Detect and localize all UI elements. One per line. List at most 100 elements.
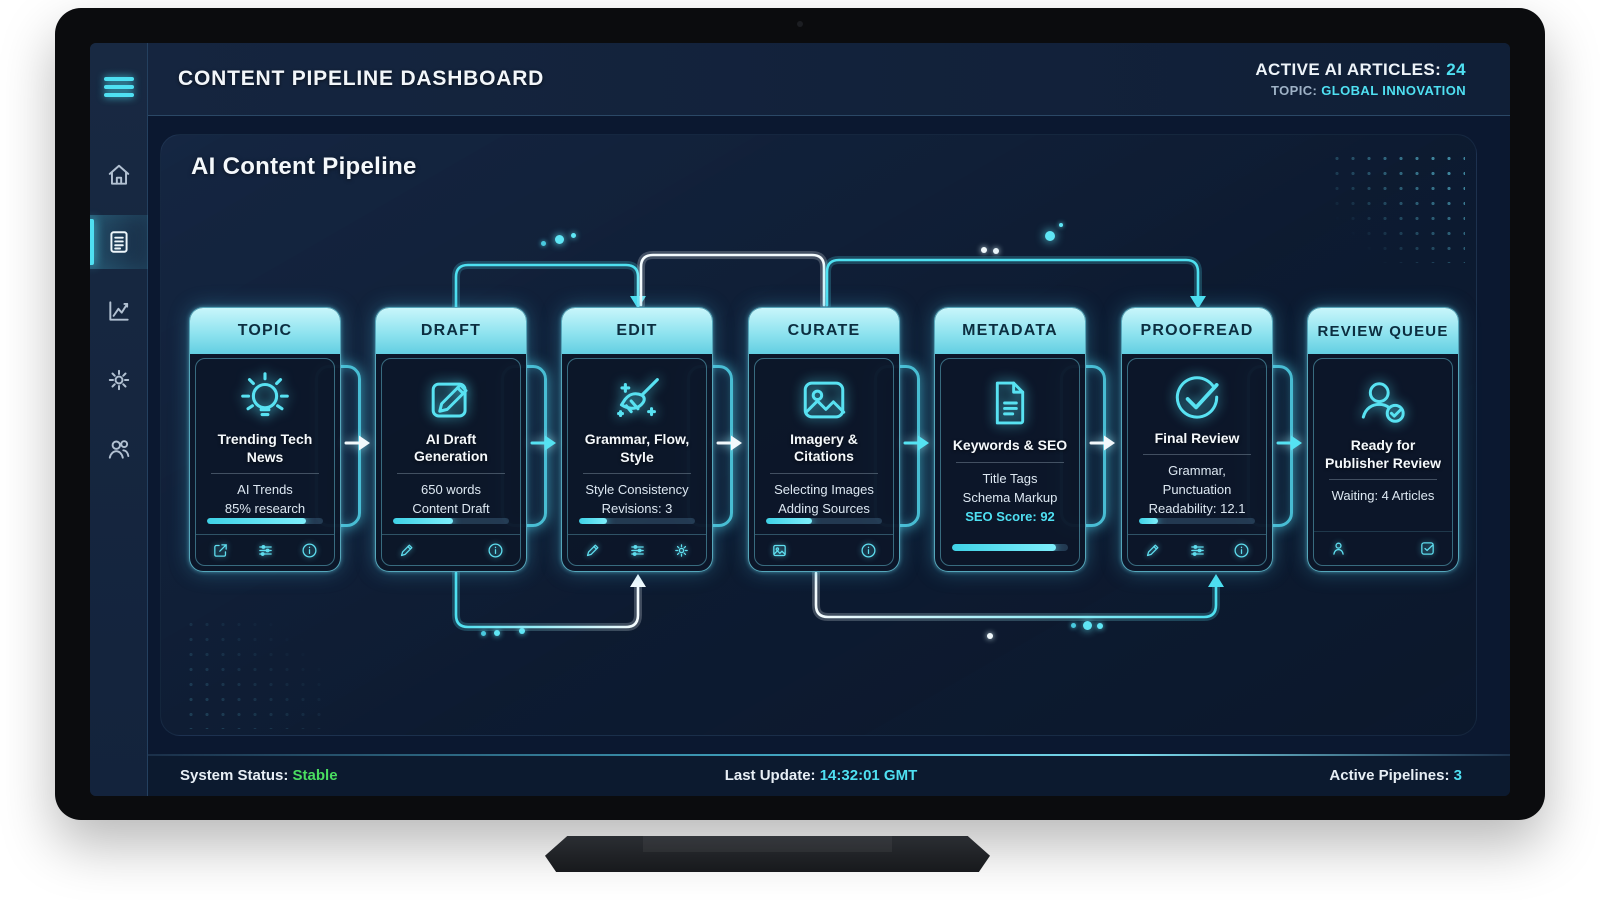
monitor-frame: CONTENT PIPELINE DASHBOARD ACTIVE AI ART… [55, 8, 1545, 820]
stage-card-topic[interactable]: TOPIC Trending Tech News AI Trends 85% r… [189, 307, 341, 572]
stage-line: Readability: 12.1 [1148, 501, 1246, 517]
glow-dot [541, 241, 546, 246]
share-icon[interactable] [212, 542, 229, 559]
stage-body: Grammar, Flow, Style Style Consistency R… [567, 358, 707, 566]
stage-footer [1128, 534, 1266, 565]
divider [583, 473, 691, 474]
stage-title: AI Draft Generation [414, 430, 488, 465]
stage-line: Content Draft [412, 500, 490, 516]
topic-stat: TOPIC: GLOBAL INNOVATION [1255, 82, 1466, 100]
system-status-value: Stable [292, 766, 338, 784]
flow-arrow [716, 435, 742, 451]
flow-arrow [903, 435, 929, 451]
pencil-icon[interactable] [1144, 542, 1161, 559]
stage-footer [1314, 531, 1452, 565]
last-update: Last Update: 14:32:01 GMT [607, 767, 1034, 784]
stage-card-curate[interactable]: CURATE Imagery & Citations Selecting Ima… [748, 307, 900, 572]
menu-icon[interactable] [104, 73, 134, 99]
stage-footer [568, 534, 706, 565]
divider [1329, 479, 1437, 480]
flow-arrow [344, 435, 370, 451]
stage-body: Final Review Grammar, Punctuation Readab… [1127, 358, 1267, 566]
articles-icon [110, 231, 128, 253]
sliders-icon[interactable] [629, 542, 646, 559]
sidebar-item-home[interactable] [90, 148, 148, 202]
sliders-icon[interactable] [1189, 542, 1206, 559]
stage-body: AI Draft Generation 650 words Content Dr… [381, 358, 521, 566]
check-square-icon[interactable] [1419, 540, 1436, 557]
stage-line: Style Consistency [585, 481, 689, 497]
divider [1143, 454, 1251, 456]
pencil-icon[interactable] [398, 542, 415, 559]
sidebar-item-users[interactable] [90, 422, 148, 476]
stage-footer [755, 534, 893, 565]
page-title: CONTENT PIPELINE DASHBOARD [178, 67, 545, 90]
stage-header: DRAFT [376, 308, 526, 354]
active-pipelines-label: Active Pipelines: [1329, 766, 1450, 784]
dot-grid-top-right [1329, 151, 1465, 263]
stage-header: CURATE [749, 308, 899, 354]
progress-fill [393, 517, 454, 525]
sidebar-item-articles[interactable] [90, 215, 148, 269]
stage-title: Trending Tech News [217, 431, 313, 465]
glow-dot [1071, 623, 1076, 628]
stage-title: Keywords & SEO [952, 437, 1068, 453]
sliders-icon[interactable] [257, 542, 274, 559]
divider [397, 472, 505, 474]
info-icon[interactable] [1233, 542, 1250, 559]
stage-header: METADATA [935, 308, 1085, 354]
user-check-icon [1353, 369, 1413, 437]
stage-card-metadata[interactable]: METADATA Keywords & SEO Title Tags [934, 307, 1086, 572]
stage-card-draft[interactable]: DRAFT AI Draft Generation 650 words Cont… [375, 307, 527, 572]
main-area: AI Content Pipeline [148, 116, 1510, 754]
stage-card-proofread[interactable]: PROOFREAD Final Review Grammar, Punctuat… [1121, 307, 1273, 572]
stage-line: Grammar, Punctuation [1162, 463, 1232, 498]
glow-dot [1059, 223, 1063, 227]
stage-line: Title Tags [982, 470, 1038, 486]
progress-bar [952, 544, 1068, 551]
last-update-label: Last Update: [724, 766, 816, 784]
stage-body: Keywords & SEO Title Tags Schema Markup … [940, 358, 1080, 566]
sidebar-item-analytics[interactable] [90, 284, 148, 338]
sidebar-item-settings[interactable] [90, 353, 148, 407]
divider [211, 473, 319, 474]
system-status: System Status: Stable [180, 767, 607, 784]
glow-dot [993, 248, 999, 254]
sidebar [90, 43, 148, 796]
progress-fill [952, 544, 1057, 551]
topic-value: GLOBAL INNOVATION [1321, 82, 1466, 98]
pipeline-panel: AI Content Pipeline [160, 134, 1477, 736]
info-icon[interactable] [860, 542, 877, 559]
stage-title: Grammar, Flow, Style [584, 431, 690, 465]
active-pipelines: Active Pipelines: 3 [1035, 767, 1462, 784]
stage-title: Final Review [1154, 429, 1240, 446]
progress-bar [579, 517, 695, 525]
stage-header: PROOFREAD [1122, 308, 1272, 354]
pencil-icon[interactable] [584, 542, 601, 559]
stage-line: Adding Sources [778, 500, 870, 516]
image-icon[interactable] [771, 542, 788, 559]
stage-title: Ready for Publisher Review [1325, 437, 1441, 471]
seo-score-line: SEO Score: 92 [965, 508, 1055, 524]
stage-line: Revisions: 3 [601, 500, 673, 516]
progress-fill [207, 517, 306, 525]
stage-card-edit[interactable]: EDIT Grammar, Flow, [561, 307, 713, 572]
stage-card-review-queue[interactable]: REVIEW QUEUE Ready for Publisher Review [1307, 307, 1459, 572]
monitor-stand [545, 836, 990, 872]
info-icon[interactable] [487, 542, 504, 559]
stage-header: TOPIC [190, 308, 340, 354]
active-articles-label: ACTIVE AI ARTICLES: [1255, 59, 1442, 79]
top-bar: CONTENT PIPELINE DASHBOARD ACTIVE AI ART… [148, 43, 1510, 116]
user-icon[interactable] [1330, 540, 1347, 557]
gear-icon[interactable] [673, 542, 690, 559]
info-icon[interactable] [301, 542, 318, 559]
progress-fill [766, 517, 813, 525]
stage-footer [382, 534, 520, 565]
stage-title: Imagery & Citations [790, 430, 858, 465]
stage-header: REVIEW QUEUE [1308, 308, 1458, 354]
active-pipelines-value: 3 [1453, 766, 1462, 784]
glow-dot [519, 628, 525, 634]
glow-dot [494, 630, 500, 636]
active-articles-value: 24 [1446, 59, 1466, 79]
home-icon [108, 164, 130, 185]
